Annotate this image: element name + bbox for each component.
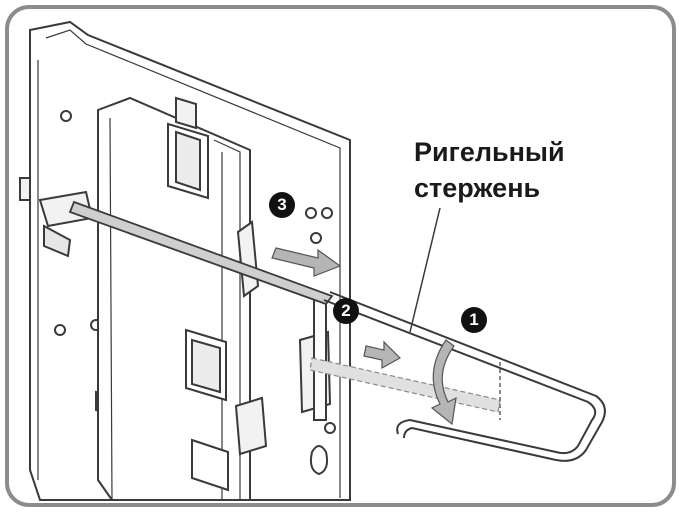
insert-arrow-icon [363, 340, 401, 370]
rod-label-line-1: Ригельный [414, 137, 565, 167]
label-leader-line [409, 207, 441, 333]
locking-rod [68, 200, 501, 413]
push-arrow-icon [271, 247, 342, 277]
wire-handle [323, 291, 606, 462]
rotate-arrow-icon [430, 339, 457, 426]
rod-label-line-2: стержень [414, 173, 541, 203]
step-3-badge: 3 [269, 192, 295, 218]
step-1-badge: 1 [461, 307, 487, 333]
step-2-badge: 2 [333, 298, 359, 324]
